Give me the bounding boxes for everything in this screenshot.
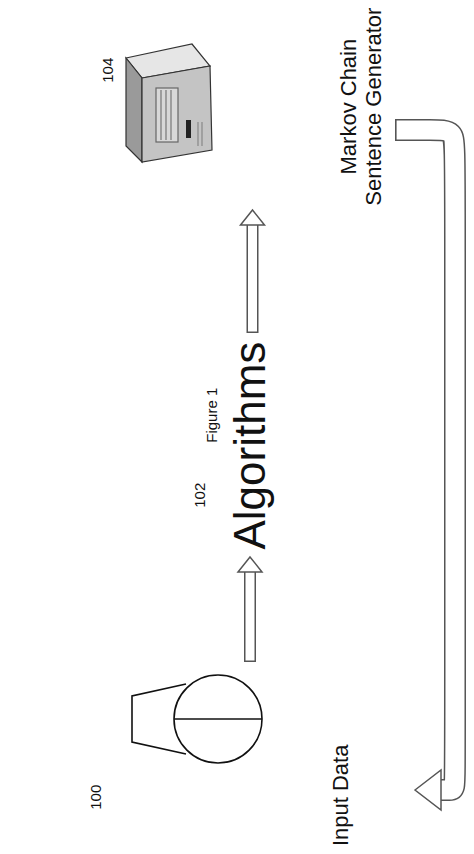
server-bay-line	[170, 90, 171, 140]
arrow-fill	[246, 571, 255, 660]
server-bay-line	[160, 90, 161, 140]
server-side	[126, 58, 142, 162]
server-slot	[186, 120, 191, 138]
arrow-outline	[244, 571, 256, 662]
server-node: Markov Chain Sentence Generator	[110, 2, 395, 210]
arrow-head	[241, 210, 265, 225]
server-vent	[197, 122, 198, 146]
flow-arrow	[238, 557, 262, 662]
callout-number: 100	[88, 784, 105, 809]
process-node: Algorithms	[217, 333, 282, 557]
callout-number: 102	[192, 482, 209, 507]
database-node: Input Data	[125, 662, 415, 850]
flow-arrow	[241, 210, 265, 333]
server-symbol	[126, 44, 212, 162]
arrow-fill	[248, 224, 257, 331]
arrow-fill	[397, 130, 455, 790]
flow-arrow	[395, 130, 455, 810]
server-vent	[201, 122, 202, 146]
database-end	[174, 675, 262, 763]
database-symbol	[132, 675, 262, 763]
arrow-head	[415, 770, 441, 810]
arrow-head	[238, 557, 262, 572]
callout-number: 104	[100, 57, 117, 82]
database-divider	[174, 718, 262, 720]
figure-title: Figure 1	[204, 387, 221, 442]
server-bays	[156, 88, 178, 142]
arrow-outline	[247, 224, 259, 333]
node-title: Algorithms	[225, 341, 274, 549]
server-bay-line	[165, 90, 166, 140]
node-title: Input Data	[329, 744, 354, 846]
arrow-outline	[395, 130, 455, 790]
server-front	[142, 66, 212, 162]
node-title: Markov Chain Sentence Generator	[337, 6, 386, 206]
